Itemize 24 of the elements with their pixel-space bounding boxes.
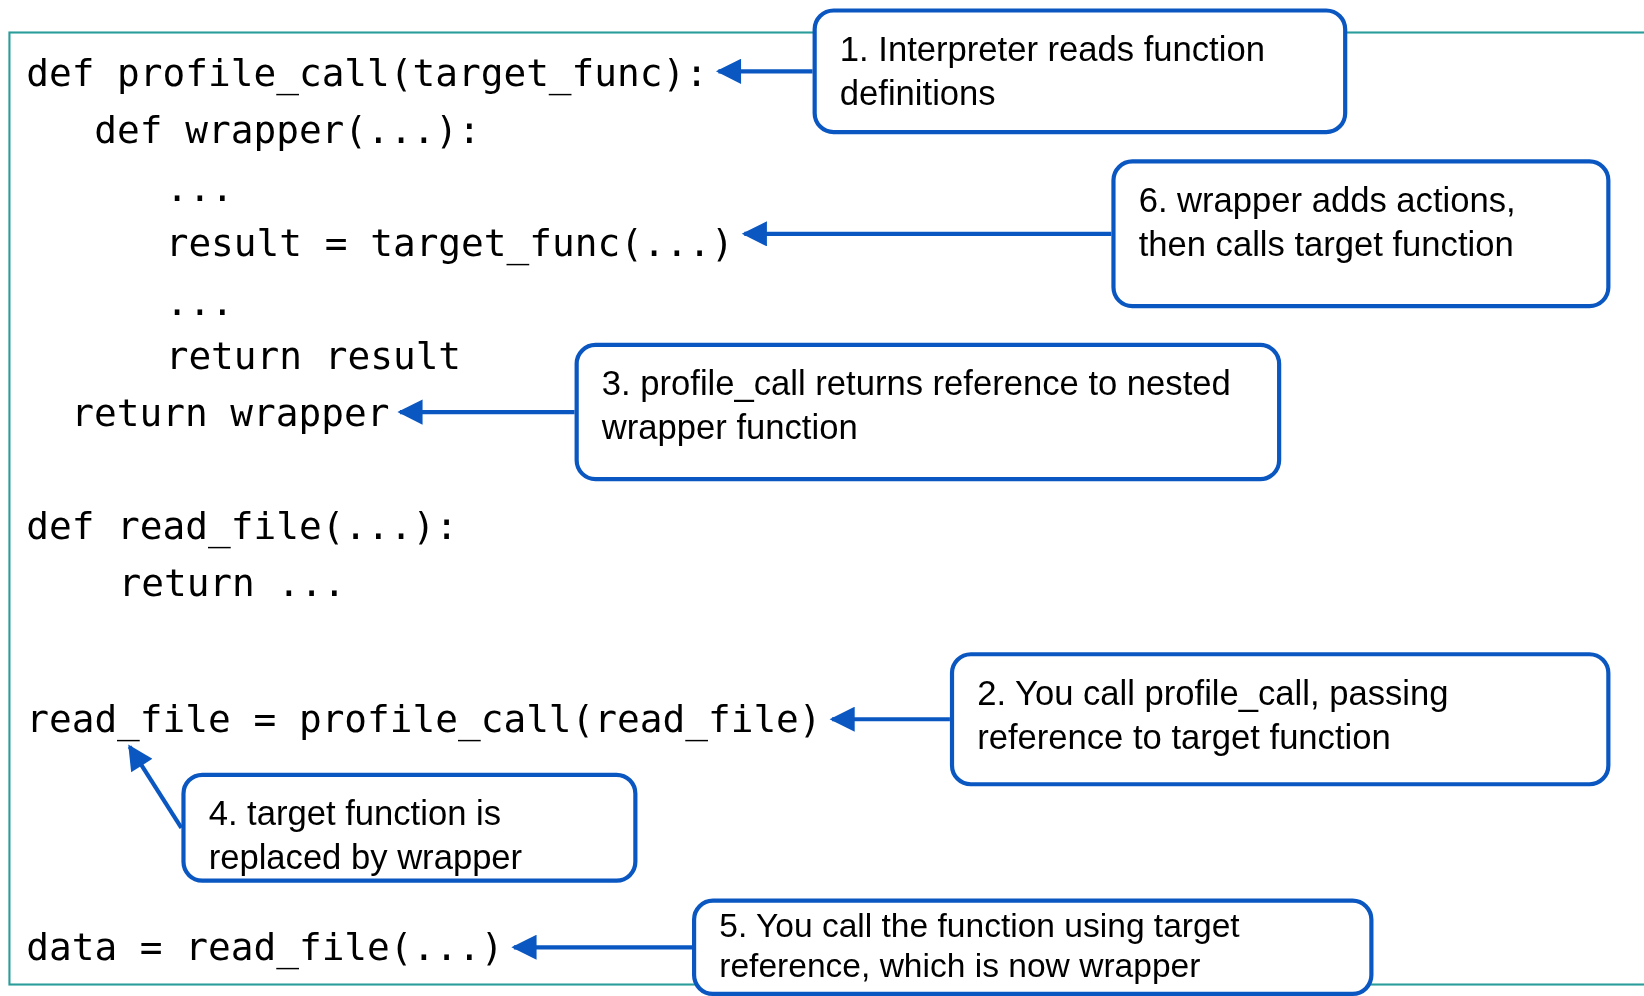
code-line: read_file = profile_call(read_file) [26,696,822,743]
code-panel [8,31,1644,986]
code-line: return ... [118,559,346,606]
callout-box: 3. profile_call returns reference to nested wrapper function [574,342,1282,482]
arrow [127,744,184,829]
arrow [741,221,1112,247]
code-line: def wrapper(...): [94,106,481,154]
code-line: result = target_func(...) [165,220,734,267]
code-line: def read_file(...): [26,503,458,550]
callout-box: 6. wrapper adds actions, then calls target function [1111,159,1611,309]
callout-box: 4. target function is replaced by wrapper [181,772,638,883]
arrow [397,399,575,425]
callout-box: 5. You call the function using target reference, which is now wrapper [692,898,1374,996]
code-line: data = read_file(...) [26,924,504,971]
code-line: ... [165,165,234,212]
code-line: return result [165,333,462,380]
arrow [511,934,692,960]
callout-box: 1. Interpreter reads function definitions [812,8,1348,135]
arrow [829,706,950,732]
code-line: def profile_call(target_func): [26,50,708,97]
code-line: return wrapper [71,390,390,437]
callout-box: 2. You call profile_call, passing reference to target function [949,652,1611,787]
arrow [715,58,813,84]
code-line: ... [165,278,234,326]
